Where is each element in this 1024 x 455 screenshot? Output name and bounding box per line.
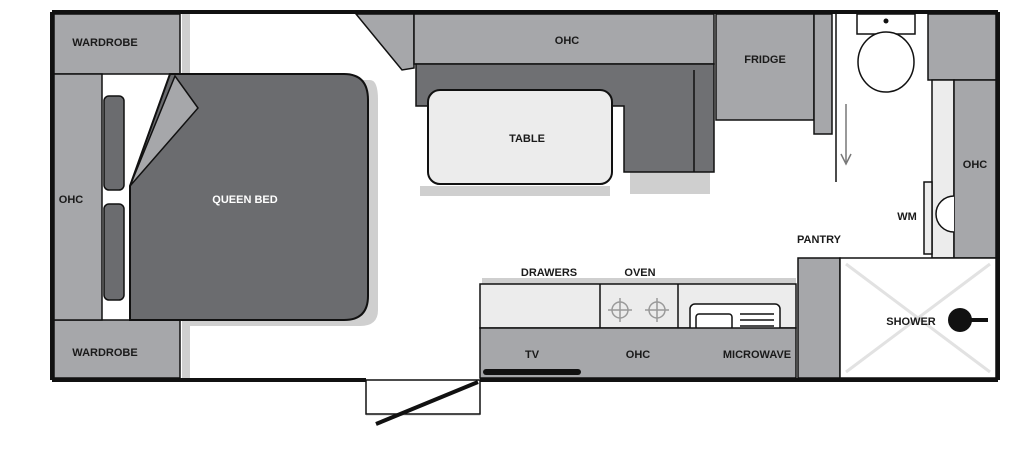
fridge: FRIDGE [715,13,833,135]
door-slide-arrowhead [840,153,852,166]
microwave-label: MICROWAVE [723,349,791,361]
table-label: TABLE [509,133,545,145]
entry-door[interactable] [365,379,481,426]
wm-label: WM [897,211,917,223]
cooktop-burner-icon [608,298,669,322]
wardrobe-top: WARDROBE [53,13,181,75]
dinette-table: TABLE [427,89,613,185]
bathroom-cabinet [927,13,997,81]
wardrobe-top-label: WARDROBE [72,37,137,49]
oven-label: OVEN [624,267,655,279]
queen-bed: QUEEN BED [129,73,369,321]
ohc-top-label: OHC [555,35,580,47]
wardrobe-bottom-label: WARDROBE [72,347,137,359]
shower-label: SHOWER [886,316,936,328]
sink-icon [689,303,781,333]
fridge-label: FRIDGE [744,54,786,66]
bed-sheet-fold [129,74,199,187]
pantry: PANTRY [797,234,842,379]
tv-label: TV [525,349,540,361]
shower-drain-icon [948,308,972,332]
corner-cabinet [354,13,415,71]
ohc-kitchen-label: OHC [626,349,651,361]
shower: SHOWER [839,257,997,379]
queen-bed-label: QUEEN BED [212,194,277,206]
washing-machine: WM [897,181,955,255]
ohc-top: OHC [413,13,715,65]
toilet-icon [856,13,916,93]
bathroom-door[interactable] [835,14,852,182]
ohc-right: OHC [931,79,997,259]
ohc-left-label: OHC [59,194,84,206]
washing-machine-icon [935,195,955,233]
outer-walls [50,10,1000,382]
ohc-kitchen: TV OHC MICROWAVE [479,327,797,379]
bedside-tables [103,95,125,301]
pantry-label: PANTRY [797,234,842,246]
ohc-right-label: OHC [963,159,988,171]
door-swing [375,380,479,426]
ohc-left: OHC [53,73,103,321]
drawers-label: DRAWERS [521,267,577,279]
wardrobe-bottom: WARDROBE [53,319,181,379]
